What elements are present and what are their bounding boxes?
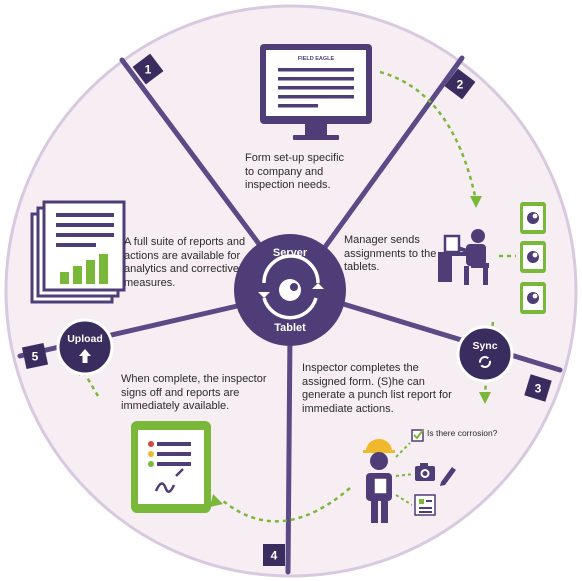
sync-label: Sync <box>472 340 497 352</box>
eagle-logo-icon <box>279 279 301 301</box>
report-bar-2 <box>73 266 82 284</box>
arrow-1-to-2 <box>379 70 477 197</box>
inspector-icon <box>363 439 395 523</box>
hub: Server Tablet <box>234 234 346 346</box>
inspection-callouts: Is there corrosion? <box>395 428 498 516</box>
inspector-head <box>370 452 388 470</box>
upload-label: Upload <box>67 333 103 345</box>
arrowhead-3-to-4 <box>210 494 223 507</box>
signature-icon <box>154 468 184 493</box>
tablet-icon-1 <box>520 202 546 234</box>
divider-4 <box>285 329 293 575</box>
bullet-red <box>148 441 154 447</box>
manager-desk-icon <box>438 229 489 285</box>
report-bar-4 <box>99 254 108 284</box>
step-5-caption: A full suite of reports and actions are … <box>124 236 246 289</box>
step-tag-3: 3 <box>524 374 552 402</box>
step-number-5: 5 <box>32 350 39 364</box>
pencil-icon <box>440 467 456 486</box>
tablet-icon-2 <box>520 241 546 273</box>
eagle-logo-eye <box>290 283 298 291</box>
hard-hat-icon <box>366 439 392 451</box>
divider-1 <box>119 57 265 251</box>
sync-badge: Sync <box>456 325 514 383</box>
step-tag-4: 4 <box>263 544 285 566</box>
inspector-tablet <box>373 477 388 495</box>
hub-tablet-label: Tablet <box>274 322 306 334</box>
upload-badge-circle <box>56 318 114 376</box>
assignment-tablets <box>520 202 546 314</box>
callout-question: Is there corrosion? <box>427 428 498 438</box>
step-4-caption: When complete, the inspector signs off a… <box>121 373 267 412</box>
wedge-dividers <box>17 55 563 575</box>
step-number-3: 3 <box>535 382 542 396</box>
step-1-caption: Form set-up specific to company and insp… <box>245 152 345 191</box>
step-number-2: 2 <box>457 78 464 92</box>
tablet-icon-3 <box>520 282 546 314</box>
report-bar-3 <box>86 260 95 284</box>
bullet-green <box>148 461 154 467</box>
step-number-1: 1 <box>145 63 152 77</box>
completed-form-tablet-icon <box>131 421 211 513</box>
divider-3 <box>337 300 563 373</box>
step-tag-2: 2 <box>444 68 476 100</box>
monitor-brand-logo: FIELD EAGLE <box>298 56 335 62</box>
step-2-caption: Manager sends assignments to the tablets… <box>344 234 437 273</box>
sync-badge-circle <box>456 325 514 383</box>
upload-arrow-icon <box>79 349 91 363</box>
check-mark <box>413 429 424 440</box>
step-tag-5: 5 <box>21 342 49 370</box>
sync-icon <box>479 356 491 368</box>
sync-arc-icon <box>262 254 320 320</box>
hub-server-label: Server <box>273 247 308 259</box>
bullet-yellow <box>148 451 154 457</box>
checkbox-icon <box>411 429 424 442</box>
step-3-caption: Inspector completes the assigned form. (… <box>302 362 452 415</box>
arrowhead-1-to-2 <box>470 196 482 208</box>
manager-head <box>471 229 485 243</box>
arrow-3-to-4 <box>221 487 351 523</box>
divider-2 <box>317 55 465 257</box>
sync-arrowhead-left <box>258 292 270 298</box>
step-tag-1: 1 <box>132 53 164 85</box>
sync-arrowhead-right <box>312 283 324 289</box>
upload-badge: Upload <box>56 318 114 376</box>
reports-icon <box>30 200 126 304</box>
monitor-icon: FIELD EAGLE <box>260 44 372 140</box>
arrowhead-2-to-3 <box>479 392 491 404</box>
report-bar-1 <box>60 272 69 284</box>
step-number-4: 4 <box>271 549 278 563</box>
